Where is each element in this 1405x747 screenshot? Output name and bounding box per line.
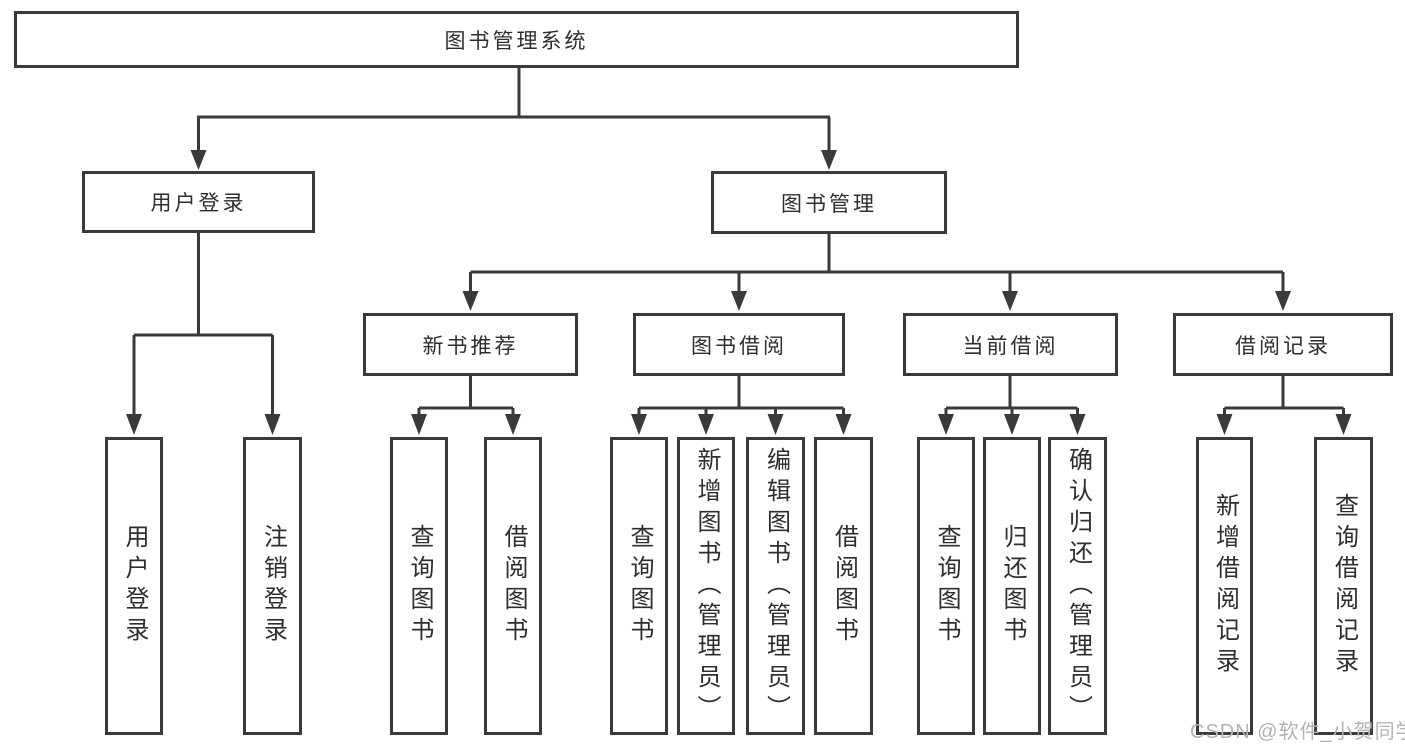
- leaf-borrow-edit-book-label: 编辑图书（管理员）: [762, 446, 790, 726]
- node-book-management-branch-label: 图书管理: [781, 192, 877, 216]
- node-user-login-branch-label: 用户登录: [150, 192, 247, 215]
- leaf-newbook-query-book-label: 查询图书: [406, 524, 433, 648]
- node-borrow-record-label: 借阅记录: [1235, 334, 1331, 358]
- leaf-user-login: 用户登录: [105, 437, 163, 735]
- node-root-label: 图书管理系统: [444, 29, 589, 53]
- node-user-login-branch: 用户登录: [82, 171, 315, 233]
- leaf-record-add-record-label: 新增借阅记录: [1211, 493, 1239, 679]
- leaf-newbook-query-book: 查询图书: [390, 437, 448, 735]
- leaf-borrow-edit-book: 编辑图书（管理员）: [746, 437, 805, 735]
- leaf-user-login-label: 用户登录: [121, 524, 148, 648]
- leaf-current-return-book: 归还图书: [983, 437, 1041, 735]
- leaf-current-confirm-return: 确认归还（管理员）: [1048, 437, 1107, 735]
- leaf-current-query-book: 查询图书: [917, 437, 975, 735]
- node-root: 图书管理系统: [14, 11, 1019, 68]
- leaf-newbook-borrow-book-label: 借阅图书: [500, 524, 527, 648]
- leaf-logout-label: 注销登录: [259, 524, 287, 648]
- leaf-record-query-record: 查询借阅记录: [1314, 437, 1373, 735]
- leaf-current-return-book-label: 归还图书: [999, 524, 1026, 648]
- leaf-current-confirm-return-label: 确认归还（管理员）: [1064, 446, 1092, 726]
- leaf-borrow-add-book-label: 新增图书（管理员）: [693, 446, 720, 726]
- leaf-record-query-record-label: 查询借阅记录: [1330, 493, 1358, 679]
- node-current-borrow-label: 当前借阅: [962, 334, 1059, 358]
- leaf-borrow-query-book: 查询图书: [610, 437, 668, 735]
- node-book-management-branch: 图书管理: [711, 171, 947, 234]
- leaf-current-query-book-label: 查询图书: [933, 524, 960, 648]
- leaf-borrow-borrow-book-label: 借阅图书: [830, 524, 858, 648]
- leaf-borrow-query-book-label: 查询图书: [626, 524, 653, 648]
- node-book-borrow: 图书借阅: [633, 313, 845, 376]
- leaf-newbook-borrow-book: 借阅图书: [484, 437, 542, 735]
- node-new-book-recommend: 新书推荐: [363, 313, 578, 376]
- node-current-borrow: 当前借阅: [903, 313, 1118, 376]
- leaf-borrow-borrow-book: 借阅图书: [814, 437, 873, 735]
- leaf-record-add-record: 新增借阅记录: [1196, 437, 1253, 735]
- node-borrow-record: 借阅记录: [1173, 313, 1393, 376]
- leaf-borrow-add-book: 新增图书（管理员）: [677, 437, 735, 735]
- leaf-logout: 注销登录: [243, 437, 302, 735]
- node-book-borrow-label: 图书借阅: [691, 334, 787, 358]
- node-new-book-recommend-label: 新书推荐: [422, 334, 519, 358]
- watermark: CSDN @软件_小贺同学: [1190, 721, 1405, 743]
